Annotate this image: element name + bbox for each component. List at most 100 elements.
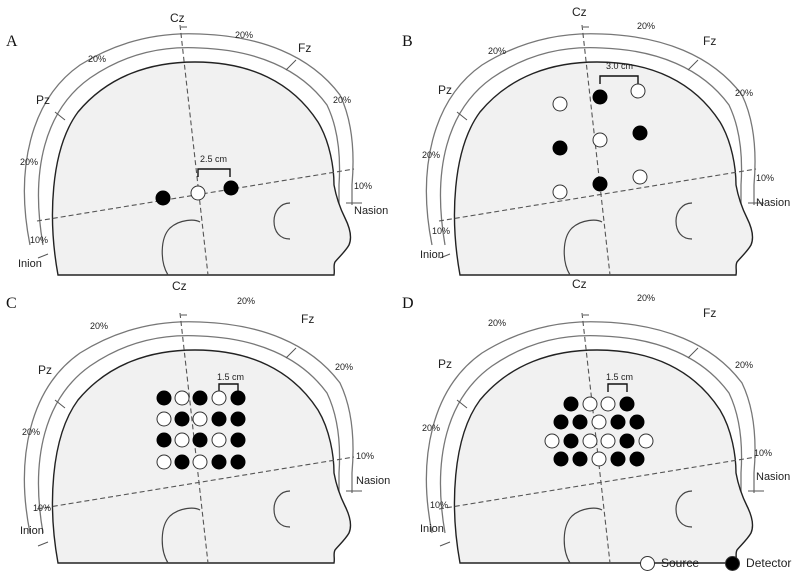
percent-label: 10% (756, 173, 774, 183)
fz-label: Fz (301, 312, 314, 326)
detector-optode (592, 176, 608, 192)
detector-optode (211, 454, 227, 470)
detector-optode (156, 432, 172, 448)
detector-optode (156, 390, 172, 406)
detector-optode (563, 433, 579, 449)
detector-optode (610, 414, 626, 430)
detector-optode (572, 451, 588, 467)
source-optode (192, 454, 208, 470)
fz-label: Fz (298, 41, 311, 55)
spacing-label: 1.5 cm (217, 372, 244, 382)
percent-label: 10% (754, 448, 772, 458)
inion-label: Inion (420, 249, 444, 261)
detector-legend-icon (725, 555, 741, 571)
percent-label: 10% (430, 500, 448, 510)
source-optode (582, 433, 598, 449)
source-optode (638, 433, 654, 449)
percent-label: 20% (333, 95, 351, 105)
percent-label: 20% (235, 30, 253, 40)
spacing-bracket (599, 75, 639, 84)
detector-optode (553, 451, 569, 467)
detector-legend-label: Detector (746, 556, 792, 570)
detector-optode (632, 125, 648, 141)
nasion-label: Nasion (756, 471, 790, 483)
source-optode (156, 411, 172, 427)
percent-label: 20% (637, 293, 655, 303)
percent-label: 10% (354, 181, 372, 191)
source-optode (591, 414, 607, 430)
detector-optode (155, 190, 171, 206)
cz-label: Cz (170, 11, 185, 25)
detector-optode (223, 180, 239, 196)
percent-label: 20% (237, 296, 255, 306)
source-optode (591, 451, 607, 467)
pz-label: Pz (38, 363, 52, 377)
percent-label: 10% (33, 503, 51, 513)
fz-label: Fz (703, 34, 716, 48)
nasion-label: Nasion (356, 475, 390, 487)
detector-optode (619, 396, 635, 412)
source-optode (552, 96, 568, 112)
pz-label: Pz (438, 83, 452, 97)
panel-letter: D (402, 295, 414, 312)
detector-optode (192, 432, 208, 448)
source-optode (211, 390, 227, 406)
source-optode (600, 396, 616, 412)
panel-d: D Cz Fz Pz Nasion Inion 20% 20% 20% 20% … (402, 277, 790, 564)
head-outline (23, 24, 363, 276)
source-optode (592, 132, 608, 148)
detector-optode (572, 414, 588, 430)
inion-label: Inion (20, 525, 44, 537)
percent-label: 10% (356, 451, 374, 461)
source-optode (190, 185, 206, 201)
detector-optode (563, 396, 579, 412)
source-optode (600, 433, 616, 449)
percent-label: 20% (422, 150, 440, 160)
detector-optode (629, 451, 645, 467)
panel-b: B Cz Fz Pz Nasion Inion 20% 20% 20% 20% … (402, 5, 790, 276)
percent-label: 10% (30, 235, 48, 245)
spacing-label: 2.5 cm (200, 154, 227, 164)
percent-label: 20% (422, 423, 440, 433)
detector-optode (592, 89, 608, 105)
detector-optode (619, 433, 635, 449)
detector-optode (553, 414, 569, 430)
percent-label: 20% (20, 157, 38, 167)
detector-optode (192, 390, 208, 406)
spacing-label: 1.5 cm (606, 372, 633, 382)
percent-label: 20% (88, 54, 106, 64)
source-optode (174, 432, 190, 448)
inion-label: Inion (420, 523, 444, 535)
detector-optode (629, 414, 645, 430)
nasion-label: Nasion (756, 197, 790, 209)
pz-label: Pz (36, 93, 50, 107)
percent-label: 20% (735, 88, 753, 98)
detector-optode (230, 432, 246, 448)
percent-label: 20% (90, 321, 108, 331)
cz-label: Cz (572, 277, 587, 291)
inion-label: Inion (18, 258, 42, 270)
percent-label: 10% (432, 226, 450, 236)
panel-c: C Cz Fz Pz Nasion Inion 20% 20% 20% 20% … (6, 279, 390, 564)
detector-optode (230, 390, 246, 406)
source-optode (544, 433, 560, 449)
panel-letter: B (402, 33, 413, 50)
source-optode (174, 390, 190, 406)
source-optode (630, 83, 646, 99)
percent-label: 20% (488, 46, 506, 56)
percent-label: 20% (335, 362, 353, 372)
detector-optode (610, 451, 626, 467)
pz-label: Pz (438, 357, 452, 371)
spacing-bracket (197, 168, 231, 177)
spacing-bracket (218, 383, 239, 392)
source-optode (156, 454, 172, 470)
source-optode (192, 411, 208, 427)
head-outline (425, 24, 765, 276)
detector-optode (230, 411, 246, 427)
detector-optode (552, 140, 568, 156)
percent-label: 20% (637, 21, 655, 31)
legend: Source Detector (640, 552, 791, 574)
detector-optode (230, 454, 246, 470)
source-optode (582, 396, 598, 412)
